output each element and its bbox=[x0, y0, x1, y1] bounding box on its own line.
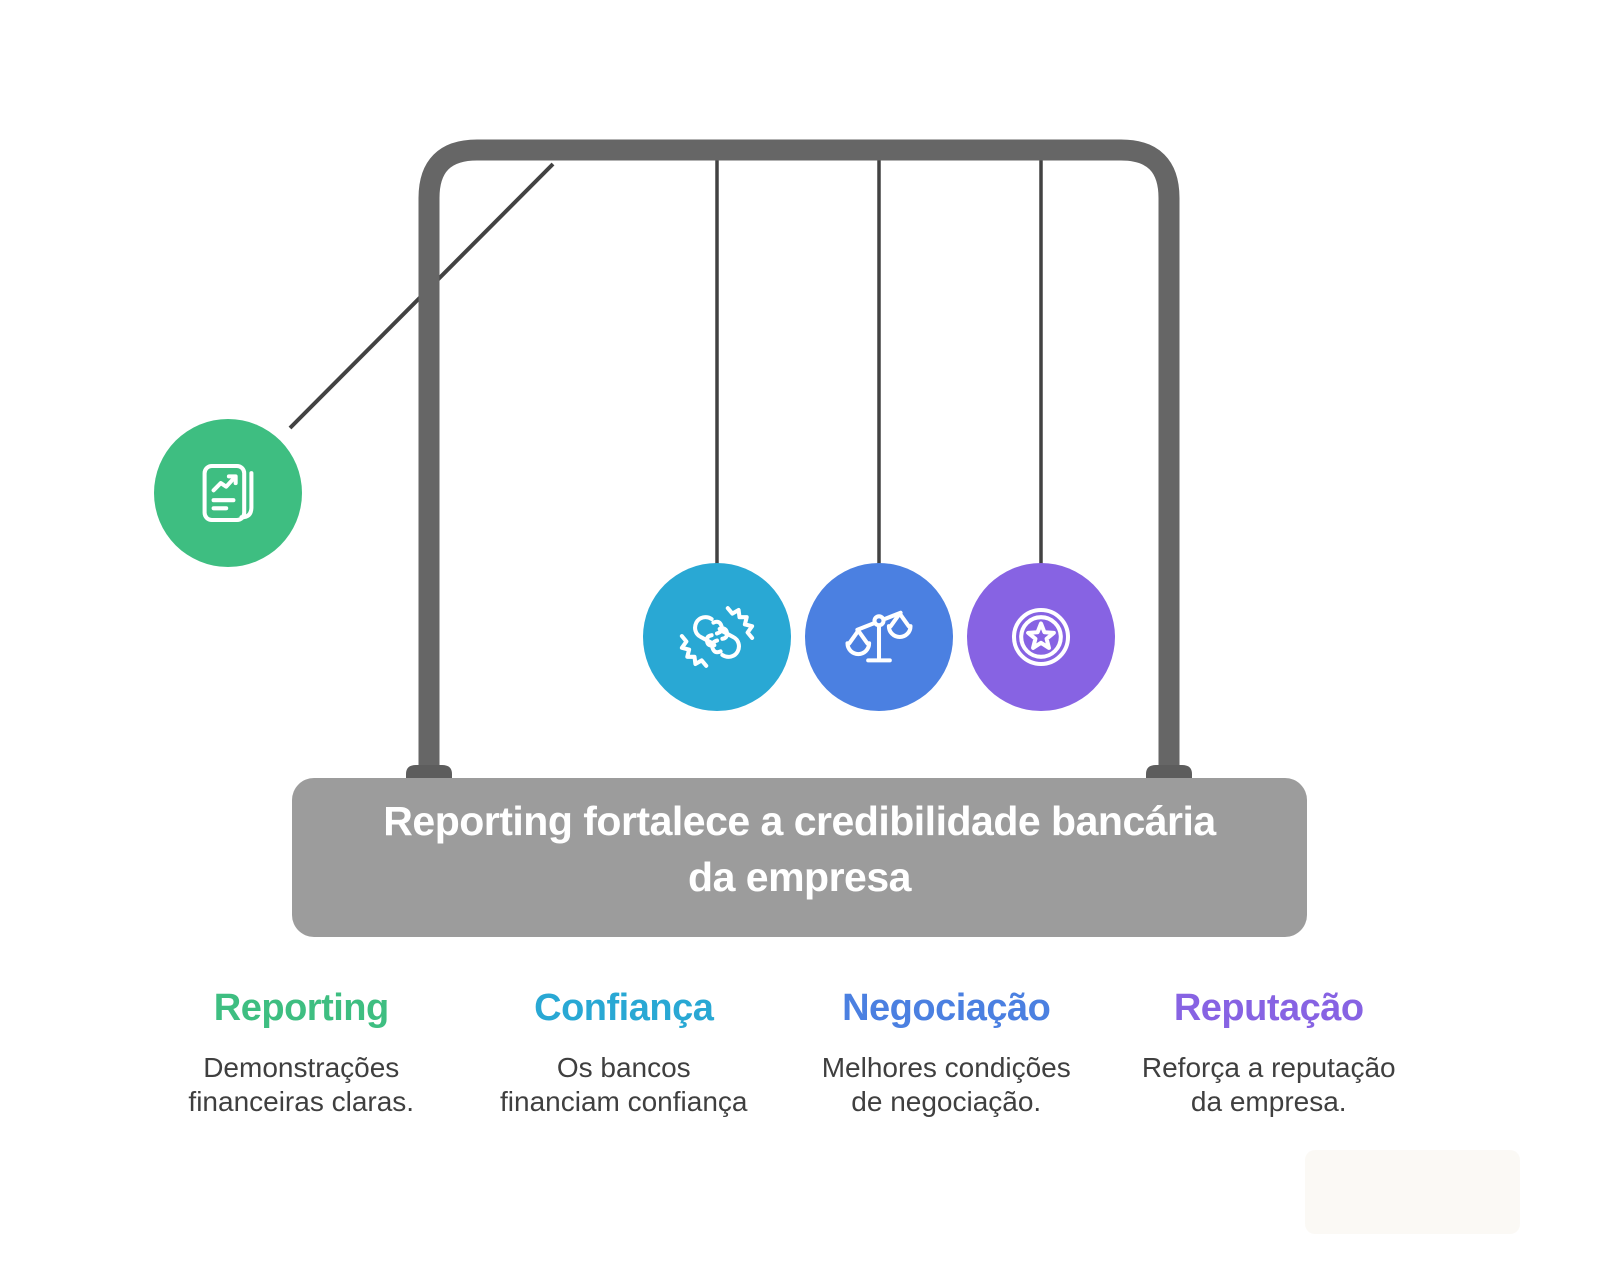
legend-column-confianca: Confiança Os bancos financiam confiança bbox=[463, 985, 786, 1119]
pendulum-ball-negociacao bbox=[805, 563, 953, 711]
legend-row: Reporting Demonstrações financeiras clar… bbox=[140, 985, 1430, 1119]
legend-desc-reporting: Demonstrações financeiras claras. bbox=[140, 1051, 463, 1119]
base-plate: Reporting fortalece a credibilidade banc… bbox=[292, 778, 1307, 937]
watermark bbox=[1305, 1150, 1520, 1234]
legend-desc-reporting-line2: financeiras claras. bbox=[188, 1086, 415, 1117]
legend-desc-negociacao-line1: Melhores condições bbox=[821, 1052, 1071, 1083]
legend-desc-negociacao-line2: de negociação. bbox=[851, 1086, 1042, 1117]
legend-heading-reputacao: Reputação bbox=[1173, 987, 1364, 1029]
legend-desc-confianca: Os bancos financiam confiança bbox=[463, 1051, 786, 1119]
pendulum-ball-reporting bbox=[154, 419, 302, 567]
legend-desc-reporting-line1: Demonstrações bbox=[203, 1052, 400, 1083]
legend-heading-confianca: Confiança bbox=[534, 987, 714, 1029]
handshake-icon bbox=[679, 606, 755, 668]
legend-desc-reputacao: Reforça a reputação da empresa. bbox=[1108, 1051, 1431, 1119]
legend-desc-confianca-line2: financiam confiança bbox=[500, 1086, 748, 1117]
main-title-line1: Reporting fortalece a credibilidade banc… bbox=[383, 798, 1216, 844]
legend-column-reputacao: Reputação Reforça a reputação da empresa… bbox=[1108, 985, 1431, 1119]
legend-desc-confianca-line1: Os bancos bbox=[556, 1052, 691, 1083]
pendulum-ball-reputacao bbox=[967, 563, 1115, 711]
legend-column-reporting: Reporting Demonstrações financeiras clar… bbox=[140, 985, 463, 1119]
legend-column-negociacao: Negociação Melhores condições de negocia… bbox=[785, 985, 1108, 1119]
pendulum-ball-confianca bbox=[643, 563, 791, 711]
cradle-frame bbox=[418, 139, 1180, 765]
star-badge-icon bbox=[1011, 607, 1071, 667]
report-document-icon bbox=[202, 463, 254, 523]
balance-scale-icon bbox=[845, 610, 913, 663]
legend-desc-negociacao: Melhores condições de negociação. bbox=[785, 1051, 1108, 1119]
legend-desc-reputacao-line2: da empresa. bbox=[1190, 1086, 1347, 1117]
legend-heading-negociacao: Negociação bbox=[842, 987, 1051, 1029]
legend-desc-reputacao-line1: Reforça a reputação bbox=[1141, 1052, 1396, 1083]
cradle-foot-right bbox=[1146, 765, 1192, 778]
legend-heading-reporting: Reporting bbox=[213, 987, 389, 1029]
main-title-line2: da empresa bbox=[688, 854, 911, 900]
cradle-foot-left bbox=[406, 765, 452, 778]
